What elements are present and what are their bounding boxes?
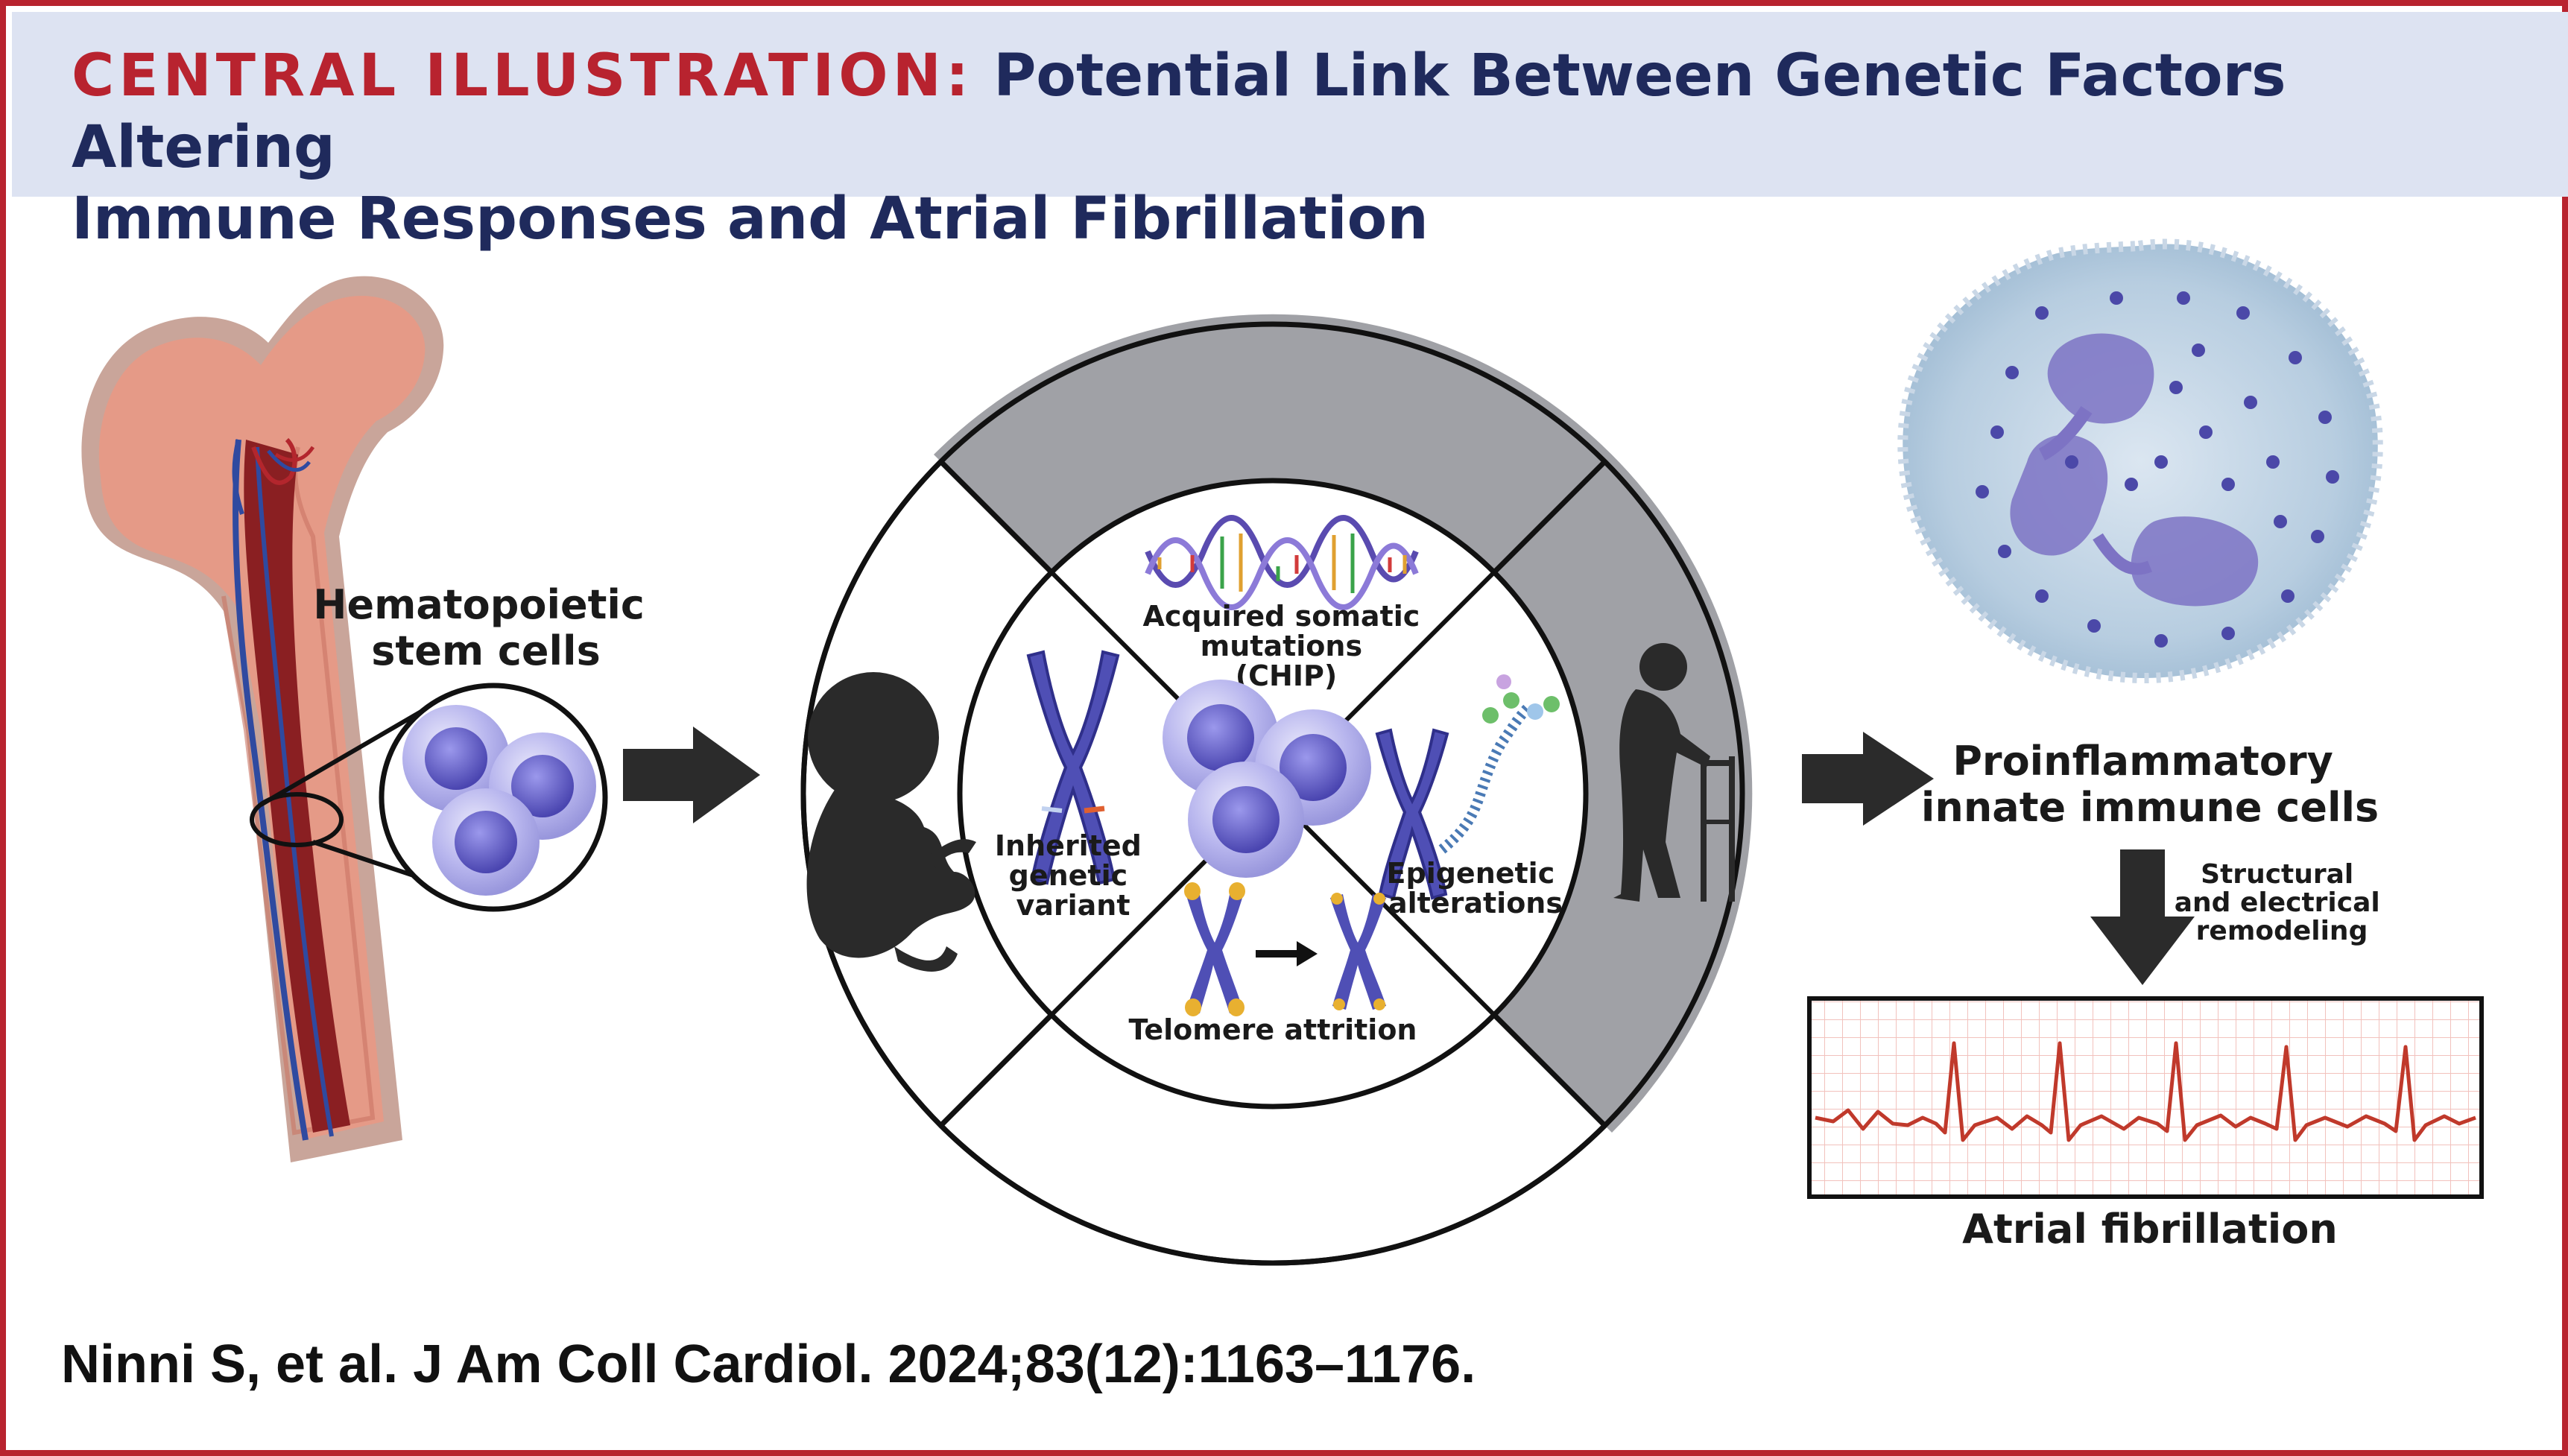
title-line-2: Immune Responses and Atrial Fibrillation <box>72 186 1429 253</box>
remodeling-label: Structural and electrical remodeling <box>2175 859 2390 946</box>
telomere-attrition-label: Telomere attrition <box>1129 1013 1417 1046</box>
ecg-strip-icon <box>1807 996 2484 1199</box>
atrial-fibrillation-label: Atrial fibrillation <box>1962 1206 2338 1253</box>
title-line-1: Potential Link Between Genetic Factors A… <box>72 42 2286 181</box>
central-cell-cluster-icon <box>1163 680 1371 878</box>
telomere-chromosomes-icon <box>1184 882 1386 1016</box>
hsc-label: Hematopoietic stem cells <box>313 581 658 674</box>
elderly-walker-silhouette-icon <box>1613 643 1735 902</box>
title-kicker: CENTRAL ILLUSTRATION: <box>72 42 974 110</box>
header-banner: CENTRAL ILLUSTRATION: Potential Link Bet… <box>12 12 2568 253</box>
acquired-mutations-label: Acquired somatic mutations (CHIP) <box>1142 600 1429 692</box>
proinflammatory-label: Proinflammatory innate immune cells <box>1921 738 2379 831</box>
arrow-icon <box>1802 732 1934 826</box>
citation: Ninni S, et al. J Am Coll Cardiol. 2024;… <box>61 1335 1476 1394</box>
arrow-icon <box>623 727 760 823</box>
arrow-down-icon <box>2090 849 2195 985</box>
hsc-cluster-icon <box>402 705 596 896</box>
epigenetic-alterations-label: Epigenetic alterations <box>1387 857 1565 920</box>
fetus-silhouette-icon <box>806 672 976 972</box>
chromosome-icon <box>1026 650 1120 885</box>
epigenetic-chromosome-icon <box>1375 674 1560 900</box>
neutrophil-icon <box>1897 238 2383 683</box>
inherited-variant-label: Inherited genetic variant <box>995 829 1151 922</box>
figure-title: CENTRAL ILLUSTRATION: Potential Link Bet… <box>72 40 2546 255</box>
dna-helix-icon <box>1145 515 1419 610</box>
